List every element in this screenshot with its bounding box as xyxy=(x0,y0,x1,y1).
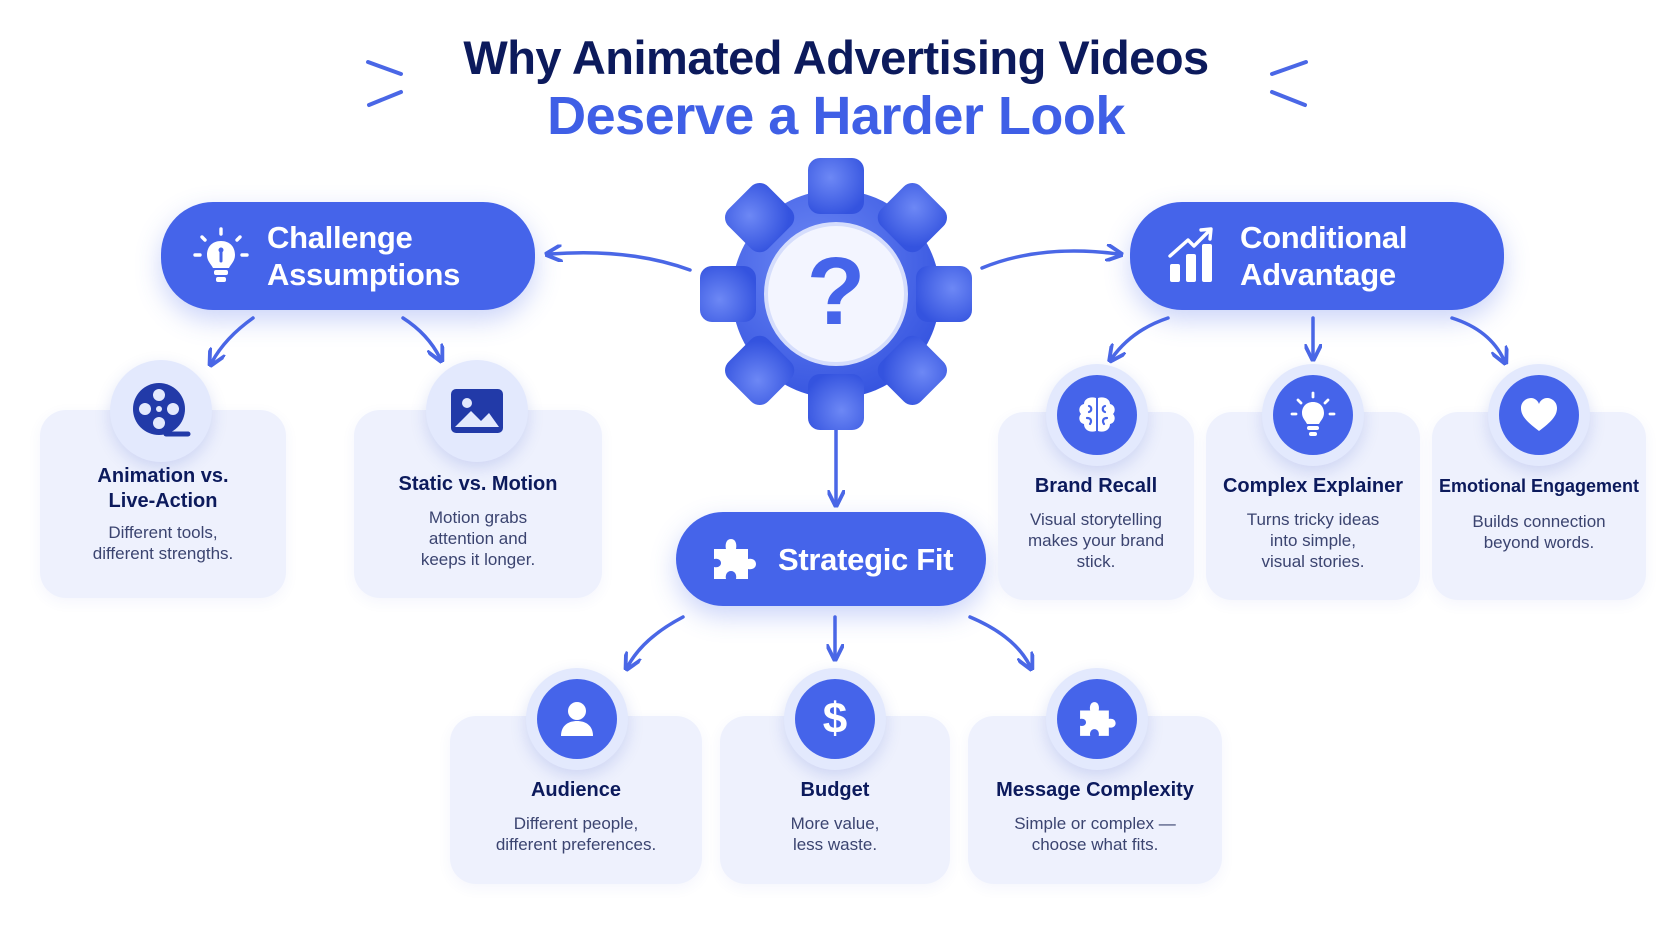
card-desc-line-1: More value, xyxy=(790,814,880,833)
title-line-1: Why Animated Advertising Videos xyxy=(463,31,1209,84)
arrow-to-message xyxy=(968,615,1030,666)
decorative-chevrons xyxy=(366,60,1308,107)
card-desc-line-2: different preferences. xyxy=(495,835,657,854)
card-title: Static vs. Motion xyxy=(398,473,558,495)
card-desc-line-2: less waste. xyxy=(792,835,878,854)
challenge-label-line-2: Assumptions xyxy=(267,257,461,292)
card-desc-line-2: attention and xyxy=(428,529,528,548)
card-title: Complex Explainer xyxy=(1222,475,1404,497)
dollar-icon: $ xyxy=(822,694,848,743)
card-title: Audience xyxy=(530,779,622,801)
user-icon xyxy=(561,702,593,736)
card-desc-line-2: into simple, xyxy=(1270,531,1356,550)
conditional-label-line-2: Advantage xyxy=(1240,257,1396,292)
arrow-to-brand-recall xyxy=(1112,316,1170,358)
card-desc-line-3: visual stories. xyxy=(1261,552,1365,571)
brain-icon xyxy=(1079,397,1115,432)
title-line-2: Deserve a Harder Look xyxy=(547,86,1125,146)
question-gear-icon: ? xyxy=(700,158,972,430)
card-title: Brand Recall xyxy=(1034,475,1158,497)
card-title: Budget xyxy=(800,779,870,801)
card-desc-line-1: Different people, xyxy=(513,814,639,833)
center-gear: ? xyxy=(694,152,978,436)
circle-film xyxy=(110,360,212,462)
card-desc-line-1: Turns tricky ideas xyxy=(1246,510,1380,529)
challenge-label-line-1: Challenge xyxy=(267,220,413,255)
card-title: Message Complexity xyxy=(996,779,1194,801)
circle-dollar: $ xyxy=(784,668,886,770)
lightbulb-icon xyxy=(183,225,259,287)
card-audience: Audience Different people, different pre… xyxy=(450,716,702,884)
card-brand-recall: Brand Recall Visual storytelling makes y… xyxy=(998,412,1194,600)
circle-puzzle xyxy=(1046,668,1148,770)
card-budget: Budget More value, less waste. xyxy=(720,716,950,884)
circle-image xyxy=(426,360,528,462)
card-title-line-2: Live-Action xyxy=(108,490,218,512)
card-title: Emotional Engagement xyxy=(1438,476,1640,496)
card-desc-line-2: different strengths. xyxy=(92,544,234,563)
circle-heart xyxy=(1488,364,1590,466)
card-desc-line-1: Different tools, xyxy=(108,523,218,542)
film-reel-icon xyxy=(133,383,191,437)
conditional-label-line-1: Conditional xyxy=(1240,220,1408,255)
arrow-to-static-card xyxy=(401,316,440,358)
heart-icon xyxy=(1521,398,1557,431)
card-desc-line-2: choose what fits. xyxy=(1031,835,1159,854)
circle-brain xyxy=(1046,364,1148,466)
card-desc-line-1: Motion grabs xyxy=(428,508,528,527)
card-desc-line-1: Visual storytelling xyxy=(1030,510,1162,529)
arrow-to-emotional xyxy=(1450,316,1504,360)
arrow-to-conditional xyxy=(980,251,1118,270)
conditional-advantage-pill: Conditional Advantage xyxy=(1130,202,1504,310)
card-desc-line-2: beyond words. xyxy=(1483,533,1595,552)
card-desc-line-2: makes your brand xyxy=(1027,531,1165,550)
image-icon xyxy=(451,389,503,433)
puzzle-icon xyxy=(704,533,764,585)
bar-chart-growth-icon xyxy=(1156,226,1232,286)
challenge-assumptions-pill: Challenge Assumptions xyxy=(161,202,535,310)
arrow-to-audience xyxy=(628,615,685,666)
circle-user xyxy=(526,668,628,770)
strategic-label: Strategic Fit xyxy=(778,541,954,577)
arrow-to-animation-card xyxy=(212,316,255,362)
question-mark: ? xyxy=(807,238,866,345)
card-desc-line-3: keeps it longer. xyxy=(420,550,536,569)
arrow-to-challenge xyxy=(550,253,692,272)
card-title-line-1: Animation vs. xyxy=(97,465,229,487)
card-desc-line-1: Builds connection xyxy=(1472,512,1606,531)
card-desc-line-1: Simple or complex — xyxy=(1014,814,1176,833)
circle-lightbulb xyxy=(1262,364,1364,466)
lightbulb-icon xyxy=(1290,391,1336,436)
strategic-fit-pill: Strategic Fit xyxy=(676,512,986,606)
card-desc-line-3: stick. xyxy=(1076,552,1116,571)
puzzle-icon xyxy=(1080,702,1116,736)
